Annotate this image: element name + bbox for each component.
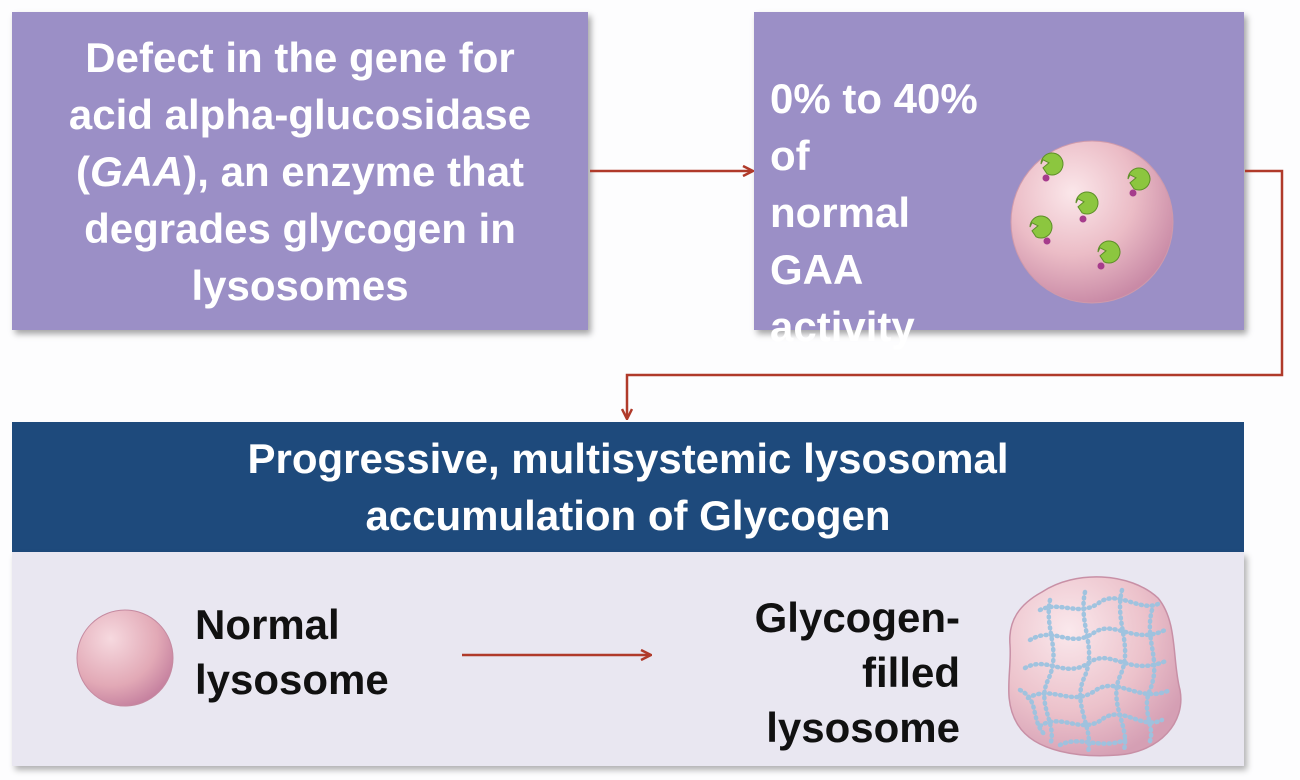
filled-label-line-3: lysosome (766, 704, 960, 751)
arrow-activity-to-banner (627, 169, 1284, 418)
filled-label-line-1: Glycogen- (754, 594, 960, 641)
enzyme-icon (1097, 240, 1121, 270)
enzyme-icon (1029, 215, 1053, 245)
enzyme-icon (1040, 152, 1064, 182)
normal-label-line-2: lysosome (195, 656, 389, 703)
gene-defect-line-3-rest: ), an enzyme that (183, 147, 525, 195)
activity-line-3: GAA (770, 246, 864, 293)
normal-lysosome-label: Normal lysosome (195, 597, 389, 707)
gene-defect-line-1: Defect in the gene for (85, 33, 515, 81)
enzyme-activity-text: 0% to 40% of normal GAA activity (770, 70, 1010, 355)
gene-defect-line-4: degrades glycogen in (84, 204, 516, 252)
gene-defect-line-3: (GAA), an enzyme that (30, 143, 570, 200)
lysosome-with-enzymes-icon (1010, 140, 1174, 304)
enzyme-icon (1075, 191, 1099, 223)
activity-line-4: activity (770, 303, 915, 350)
normal-label-line-1: Normal (195, 601, 340, 648)
gene-defect-box: Defect in the gene for acid alpha-glucos… (12, 12, 588, 330)
glycogen-filled-lysosome-label: Glycogen- filled lysosome (642, 590, 960, 755)
enzyme-activity-box: 0% to 40% of normal GAA activity (754, 12, 1244, 350)
glycogen-filled-lysosome-icon (1008, 576, 1182, 757)
gene-defect-line-5: lysosomes (191, 261, 409, 309)
activity-line-1: 0% to 40% of (770, 75, 978, 179)
enzyme-icon (1127, 167, 1151, 197)
activity-line-2: normal (770, 189, 911, 236)
normal-lysosome-icon (76, 609, 174, 707)
gene-abbreviation: GAA (89, 147, 184, 195)
filled-label-line-2: filled (861, 649, 960, 696)
paren-open: ( (75, 147, 90, 195)
gene-defect-line-2: acid alpha-glucosidase (68, 90, 532, 138)
banner-line-2: accumulation of Glycogen (365, 492, 891, 539)
accumulation-banner: Progressive, multisystemic lysosomal acc… (12, 422, 1244, 552)
banner-line-1: Progressive, multisystemic lysosomal (247, 435, 1009, 482)
